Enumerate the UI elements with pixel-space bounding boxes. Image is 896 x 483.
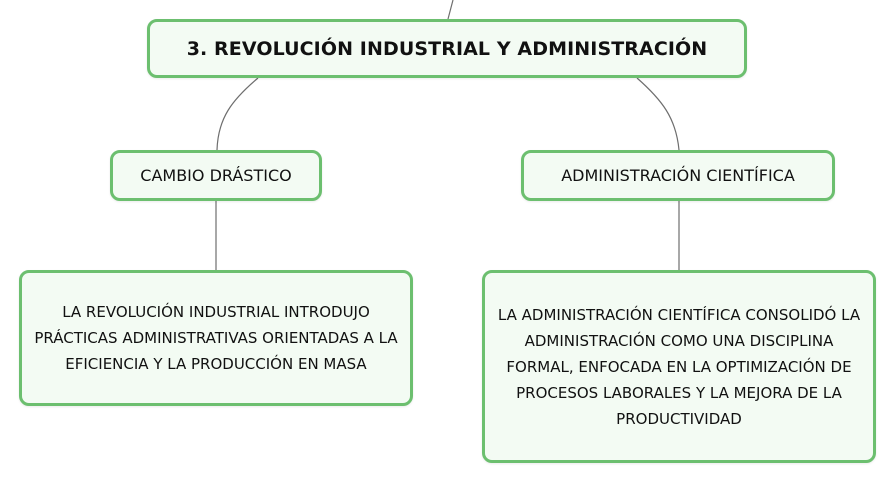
subtopic-node-cambio-drastico[interactable]: CAMBIO DRÁSTICO <box>110 150 322 201</box>
subtopic-node-administracion-cientifica[interactable]: ADMINISTRACIÓN CIENTÍFICA <box>521 150 835 201</box>
detail-node-cambio-drastico[interactable]: LA REVOLUCIÓN INDUSTRIAL INTRODUJO PRÁCT… <box>19 270 413 406</box>
root-topic-title: 3. REVOLUCIÓN INDUSTRIAL Y ADMINISTRACIÓ… <box>186 37 708 60</box>
subtopic-label-administracion-cientifica: ADMINISTRACIÓN CIENTÍFICA <box>561 166 795 185</box>
connector-root-to-administracion <box>636 77 680 151</box>
root-topic-node[interactable]: 3. REVOLUCIÓN INDUSTRIAL Y ADMINISTRACIÓ… <box>147 19 747 78</box>
connector-incoming <box>447 0 454 20</box>
detail-text-administracion-cientifica: LA ADMINISTRACIÓN CIENTÍFICA CONSOLIDÓ L… <box>497 305 861 428</box>
subtopic-label-cambio-drastico: CAMBIO DRÁSTICO <box>140 166 292 185</box>
detail-text-cambio-drastico: LA REVOLUCIÓN INDUSTRIAL INTRODUJO PRÁCT… <box>34 303 398 373</box>
connector-root-to-cambio <box>216 77 259 151</box>
detail-node-administracion-cientifica[interactable]: LA ADMINISTRACIÓN CIENTÍFICA CONSOLIDÓ L… <box>482 270 876 463</box>
